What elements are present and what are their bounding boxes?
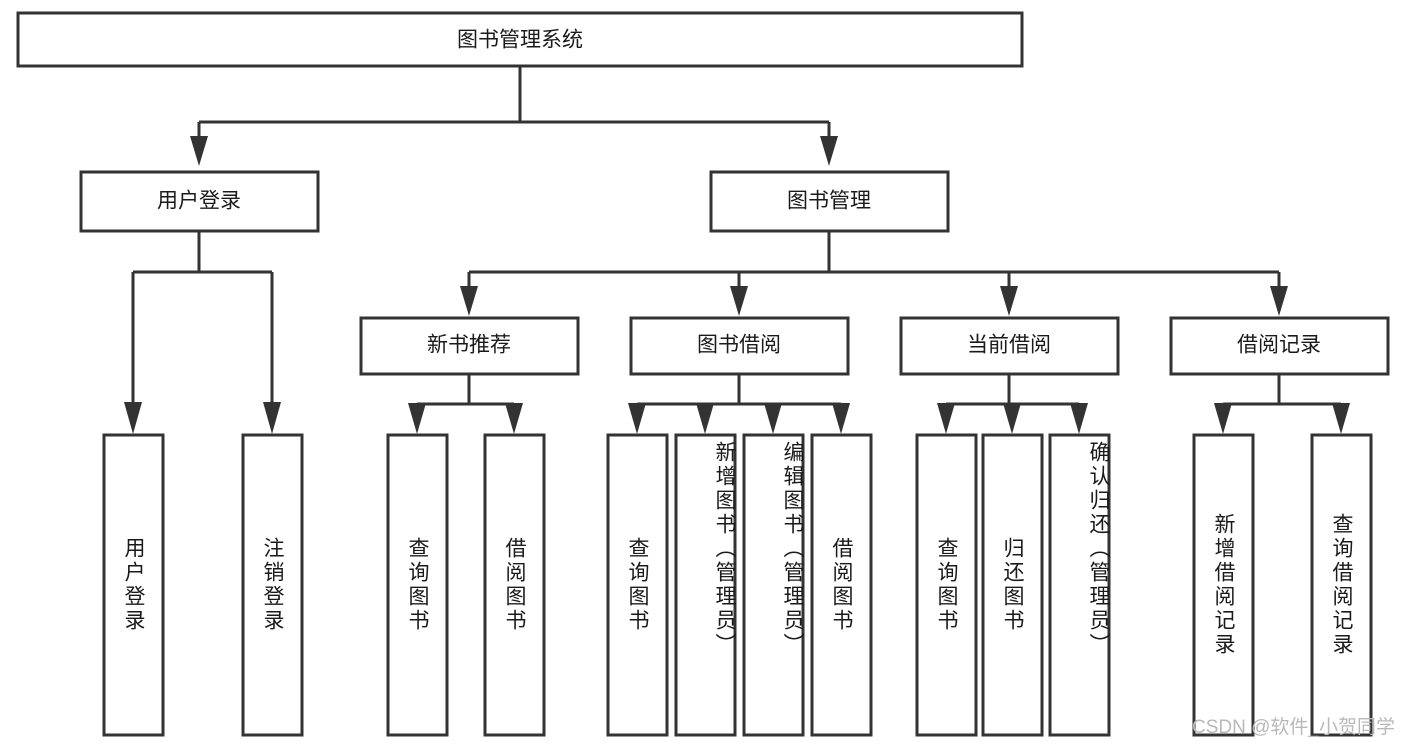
node-book-borrow-box[interactable] <box>629 316 850 376</box>
node-leaf-edit-book-box[interactable] <box>742 433 805 737</box>
arrow-head-leaf-edit-book <box>764 403 782 434</box>
connector-group-current-borrow <box>937 374 1088 434</box>
node-book-manage[interactable]: 图书管理 <box>709 170 950 233</box>
connector-group-book-manage <box>460 231 1288 316</box>
node-current-borrow-box[interactable] <box>899 316 1120 376</box>
node-book-borrow-label: 图书借阅 <box>697 334 781 357</box>
arrow-head-leaf-return-book <box>1003 403 1021 434</box>
node-borrow-record-label: 借阅记录 <box>1237 334 1321 357</box>
node-leaf-add-record-box[interactable] <box>1192 433 1255 737</box>
node-leaf-confirm-return-box[interactable] <box>1048 433 1111 737</box>
node-leaf-return-book-box[interactable] <box>981 433 1044 737</box>
node-borrow-record[interactable]: 借阅记录 <box>1169 316 1390 376</box>
arrow-head-leaf-user-login <box>124 402 142 434</box>
node-root[interactable]: 图书管理系统 <box>16 11 1024 68</box>
connector-group-borrow-record <box>1214 374 1350 434</box>
node-leaf-query-book-3-box[interactable] <box>915 433 978 737</box>
node-leaf-user-login-box[interactable] <box>102 433 165 737</box>
node-user-login-label: 用户登录 <box>157 190 241 213</box>
node-user-login[interactable]: 用户登录 <box>79 170 320 233</box>
node-book-manage-box[interactable] <box>709 170 950 233</box>
arrow-head-leaf-add-record <box>1214 403 1232 434</box>
arrow-head-leaf-confirm-return <box>1070 403 1088 434</box>
arrow-head-leaf-logout <box>263 402 281 434</box>
connector-group-book-borrow <box>628 374 850 434</box>
arrow-head-leaf-add-book <box>696 403 714 434</box>
node-book-manage-label: 图书管理 <box>787 190 871 213</box>
arrow-head-leaf-query-book-3 <box>937 403 955 434</box>
arrow-head-current-borrow <box>1000 286 1018 316</box>
arrow-head-borrow-record <box>1270 286 1288 316</box>
node-leaf-query-book-2-box[interactable] <box>606 433 669 737</box>
arrow-head-leaf-query-book-1 <box>408 403 426 434</box>
arrow-head-leaf-borrow-book-1 <box>505 403 523 434</box>
node-current-borrow[interactable]: 当前借阅 <box>899 316 1120 376</box>
node-new-book-rec-label: 新书推荐 <box>427 334 511 357</box>
node-leaf-add-book-box[interactable] <box>674 433 737 737</box>
node-current-borrow-label: 当前借阅 <box>967 334 1051 357</box>
node-book-borrow[interactable]: 图书借阅 <box>629 316 850 376</box>
arrow-head-leaf-query-record <box>1332 403 1350 434</box>
node-leaf-borrow-book-1-box[interactable] <box>483 433 546 737</box>
connector-group-root <box>190 66 838 166</box>
node-new-book-rec[interactable]: 新书推荐 <box>359 316 580 376</box>
arrow-head-book-manage <box>820 136 838 166</box>
node-leaf-logout-box[interactable] <box>241 433 304 737</box>
node-leaf-borrow-book-2-box[interactable] <box>810 433 873 737</box>
node-root-box[interactable] <box>16 11 1024 68</box>
arrow-head-leaf-query-book-2 <box>628 403 646 434</box>
node-user-login-box[interactable] <box>79 170 320 233</box>
node-new-book-rec-box[interactable] <box>359 316 580 376</box>
node-leaf-query-book-1-box[interactable] <box>386 433 449 737</box>
arrow-head-book-borrow <box>730 286 748 316</box>
node-leaf-query-record-box[interactable] <box>1310 433 1373 737</box>
connector-group-user-login <box>124 231 281 434</box>
arrow-head-leaf-borrow-book-2 <box>832 403 850 434</box>
arrow-head-user-login <box>190 136 208 166</box>
node-root-label: 图书管理系统 <box>457 29 583 52</box>
node-borrow-record-box[interactable] <box>1169 316 1390 376</box>
arrow-head-new-book-rec <box>460 286 478 316</box>
connector-group-new-book-rec <box>408 374 523 434</box>
